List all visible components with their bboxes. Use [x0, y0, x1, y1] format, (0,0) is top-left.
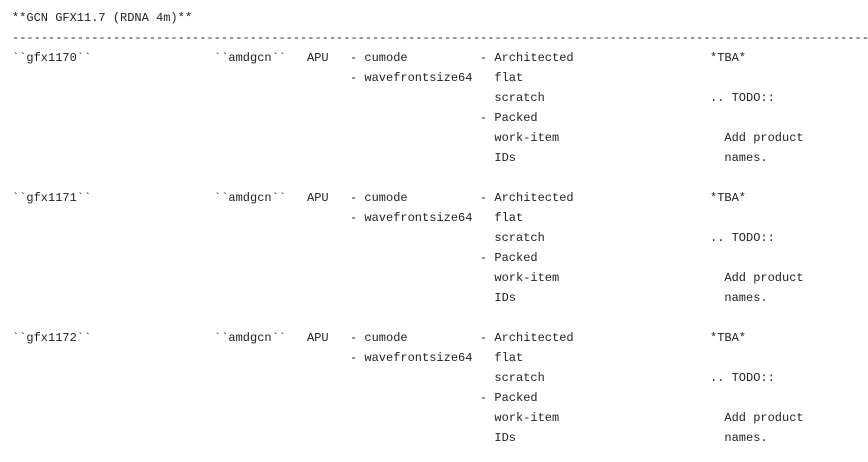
processor-type: APU [307, 191, 329, 205]
processor-name: ``gfx1172`` [12, 331, 92, 345]
property-line: IDs [480, 431, 517, 445]
property-line: work-item [480, 411, 560, 425]
property-line: work-item [480, 271, 560, 285]
property-line: - Packed [480, 391, 538, 405]
table-row: ``gfx1172`` ``amdgcn`` APU - cumode - wa… [12, 331, 868, 451]
table-row: ``gfx1170`` ``amdgcn`` APU - cumode - wa… [12, 51, 868, 171]
product-line: names. [710, 291, 768, 305]
product-line: Add product [710, 271, 804, 285]
table-row: ``gfx1171`` ``amdgcn`` APU - cumode - wa… [12, 191, 868, 311]
product-line: Add product [710, 411, 804, 425]
product-line: names. [710, 431, 768, 445]
product-line: Add product [710, 131, 804, 145]
property-line: - Architected [480, 331, 574, 345]
target-triple: ``amdgcn`` [214, 191, 287, 205]
property-line: - Architected [480, 51, 574, 65]
property-line: flat [480, 71, 524, 85]
feature-item: - wavefrontsize64 [350, 71, 473, 85]
property-line: scratch [480, 231, 545, 245]
product-line: *TBA* [710, 51, 747, 65]
product-line: names. [710, 151, 768, 165]
product-line: *TBA* [710, 331, 747, 345]
feature-item: - wavefrontsize64 [350, 351, 473, 365]
feature-item: - cumode [350, 191, 408, 205]
feature-item: - wavefrontsize64 [350, 211, 473, 225]
section-title: **GCN GFX11.7 (RDNA 4m)** [12, 11, 193, 25]
processor-name: ``gfx1171`` [12, 191, 92, 205]
property-line: flat [480, 211, 524, 225]
target-triple: ``amdgcn`` [214, 331, 287, 345]
product-line: .. TODO:: [710, 371, 775, 385]
product-line: .. TODO:: [710, 231, 775, 245]
document-body: **GCN GFX11.7 (RDNA 4m)** --------------… [12, 0, 868, 462]
property-line: work-item [480, 131, 560, 145]
processor-name: ``gfx1170`` [12, 51, 92, 65]
property-line: - Architected [480, 191, 574, 205]
product-line: *TBA* [710, 191, 747, 205]
property-line: - Packed [480, 111, 538, 125]
feature-item: - cumode [350, 331, 408, 345]
target-triple: ``amdgcn`` [214, 51, 287, 65]
property-line: flat [480, 351, 524, 365]
processor-type: APU [307, 331, 329, 345]
table-rule: ----------------------------------------… [12, 31, 868, 45]
product-line: .. TODO:: [710, 91, 775, 105]
property-line: IDs [480, 151, 517, 165]
property-line: scratch [480, 91, 545, 105]
property-line: scratch [480, 371, 545, 385]
processor-type: APU [307, 51, 329, 65]
property-line: IDs [480, 291, 517, 305]
property-line: - Packed [480, 251, 538, 265]
feature-item: - cumode [350, 51, 408, 65]
